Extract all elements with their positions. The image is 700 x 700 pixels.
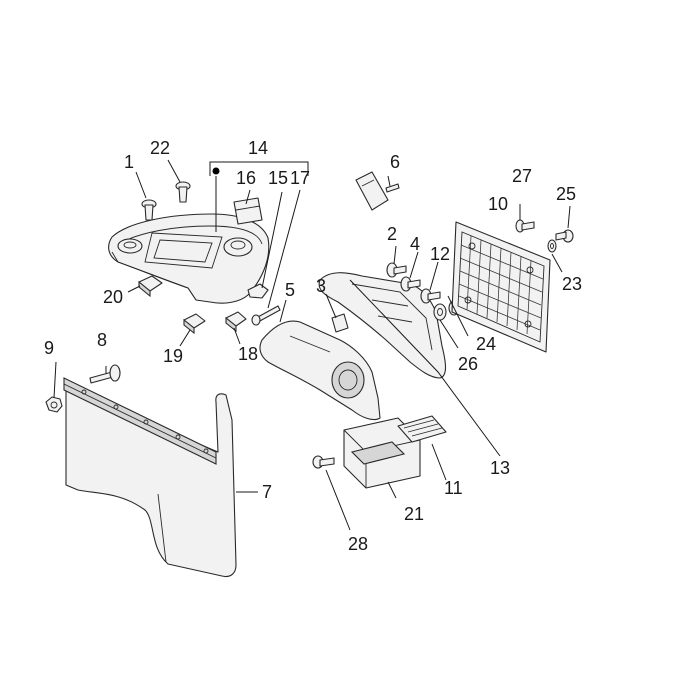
callout-18: 18 [238,344,258,364]
callout-24: 24 [476,334,496,354]
callout-14: 14 [248,138,268,158]
screw-part-4 [400,276,421,292]
plate-holder-part-10 [451,221,551,353]
callout-27: 27 [512,166,532,186]
group-bullet [212,167,220,175]
screw-part-1 [141,199,157,221]
screw-part-17 [251,305,281,326]
callout-7: 7 [262,482,272,502]
clip-part-19 [183,313,206,335]
mudflap-part [63,377,237,578]
screw-part-2 [386,262,407,278]
callout-25: 25 [556,184,576,204]
callout-13: 13 [490,458,510,478]
bracket-part-6 [355,171,389,211]
inner-panel-part-5 [259,320,381,421]
tray-part-14 [108,213,270,304]
callout-8: 8 [97,330,107,350]
washer-part-23 [547,239,557,253]
callout-22: 22 [150,138,170,158]
nut-part-9 [45,396,63,413]
bolt-part-8 [89,364,121,384]
lamp-housing-part-21 [343,417,421,489]
rear-cover-part-13 [318,272,447,379]
screw-part-25 [555,229,574,243]
screw-part-28 [312,455,335,469]
clip-part-3 [331,313,349,333]
callout-17: 17 [290,168,310,188]
callout-20: 20 [103,287,123,307]
leader-lines [53,159,571,531]
callout-9: 9 [44,338,54,358]
group-14-bracket [209,161,309,176]
callout-labels: 1 22 14 16 15 17 20 19 18 5 3 6 2 4 12 1… [44,138,582,554]
callout-6: 6 [390,152,400,172]
screw-part-27 [515,219,535,233]
callout-21: 21 [404,504,424,524]
callout-12: 12 [430,244,450,264]
callout-26: 26 [458,354,478,374]
callout-3: 3 [316,276,326,296]
callout-23: 23 [562,274,582,294]
callout-4: 4 [410,234,420,254]
lens-part-11 [397,415,447,443]
callout-11: 11 [444,478,463,498]
screw-part-12 [420,288,441,304]
clip-part-18 [225,311,247,333]
callout-19: 19 [163,346,183,366]
callout-16: 16 [236,168,256,188]
washer-part-26 [433,303,447,321]
callout-5: 5 [285,280,295,300]
callout-2: 2 [387,224,397,244]
clip-part-16 [233,197,263,225]
callout-15: 15 [268,168,288,188]
screw-part-22 [175,181,191,203]
callout-1: 1 [124,152,134,172]
clip-part-15 [247,283,269,299]
callout-28: 28 [348,534,368,554]
callout-10: 10 [488,194,508,214]
clip-part-20 [138,275,163,298]
screw-part-6 [385,183,400,193]
